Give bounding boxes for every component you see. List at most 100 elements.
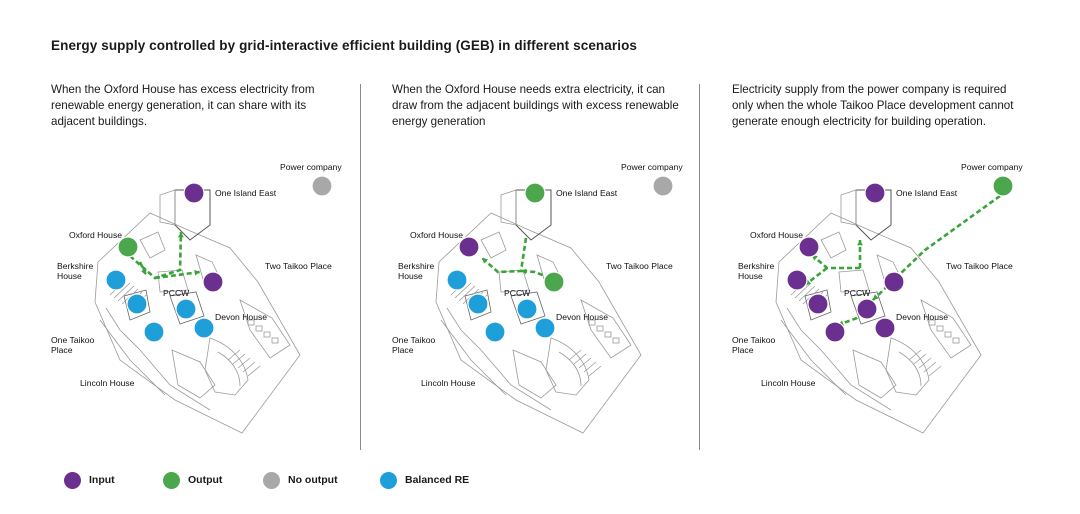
oxford-house-label: Oxford House <box>750 230 803 240</box>
one-taikoo-place-label: Place <box>51 345 73 355</box>
pccw-node <box>807 293 829 315</box>
flow-arrow <box>481 237 528 274</box>
pccw-node <box>467 293 489 315</box>
island-node <box>524 182 546 204</box>
description-line: Electricity supply from the power compan… <box>732 83 1007 96</box>
scenario-description: When the Oxford House has excess electri… <box>51 82 351 130</box>
island-node <box>864 182 886 204</box>
taikoo-node <box>143 321 165 343</box>
description-line: draw from the adjacent buildings with ex… <box>392 99 679 112</box>
pccw-label: PCCW <box>844 288 871 298</box>
one-taikoo-place-label: One Taikoo <box>392 335 436 345</box>
pccw-node <box>126 293 148 315</box>
devon-house-label: Devon House <box>556 312 608 322</box>
scenario-panel-2: When the Oxford House needs extra electr… <box>392 0 722 514</box>
no-output-swatch <box>263 471 280 489</box>
legend-label: Output <box>188 474 223 486</box>
description-line: adjacent buildings. <box>51 115 148 128</box>
description-line: only when the whole Taikoo Place develop… <box>732 99 1014 112</box>
oxford-node <box>458 236 480 258</box>
flow-arrow <box>138 261 148 276</box>
description-line: generate enough electricity for building… <box>732 115 986 128</box>
output-swatch <box>163 471 180 489</box>
legend-label: Balanced RE <box>405 474 470 486</box>
devon-node <box>874 317 896 339</box>
one-taikoo-place-label: One Taikoo <box>51 335 95 345</box>
power-node <box>311 175 333 197</box>
one-taikoo-place-label: Place <box>732 345 754 355</box>
berkshire-house-label: Berkshire <box>398 261 435 271</box>
two_taikoo-node <box>543 271 565 293</box>
flow-arrow <box>857 240 863 268</box>
one-island-east-label: One Island East <box>215 188 277 198</box>
taikoo-node <box>824 321 846 343</box>
devon-house-label: Devon House <box>896 312 948 322</box>
devon-node <box>193 317 215 339</box>
lincoln-house-label: Lincoln House <box>421 378 476 388</box>
site-plan-outline <box>94 189 301 434</box>
berkshire-node <box>786 269 808 291</box>
devon-node <box>534 317 556 339</box>
oxford-house-label: Oxford House <box>410 230 463 240</box>
berkshire-house-label: House <box>57 271 82 281</box>
legend-item-input: Input <box>64 470 115 490</box>
two_taikoo-node <box>202 271 224 293</box>
site-plan-outline <box>775 189 982 434</box>
two-taikoo-place-label: Two Taikoo Place <box>606 261 673 271</box>
flow-arrow <box>804 266 828 287</box>
legend-item-balanced-re: Balanced RE <box>380 470 469 490</box>
power-company-label: Power company <box>280 162 342 172</box>
legend-item-no-output: No output <box>263 470 338 490</box>
oxford-house-label: Oxford House <box>69 230 122 240</box>
pccw-label: PCCW <box>163 288 190 298</box>
oxford-node <box>117 236 139 258</box>
berkshire-node <box>446 269 468 291</box>
power-company-label: Power company <box>621 162 683 172</box>
legend-label: Input <box>89 474 115 486</box>
legend-label: No output <box>288 474 338 486</box>
island-node <box>183 182 205 204</box>
description-line: When the Oxford House needs extra electr… <box>392 83 666 96</box>
pccw2-node <box>175 298 197 320</box>
two_taikoo-node <box>883 271 905 293</box>
berkshire-house-label: Berkshire <box>738 261 775 271</box>
one-taikoo-place-label: One Taikoo <box>732 335 776 345</box>
taikoo-node <box>484 321 506 343</box>
lincoln-house-label: Lincoln House <box>761 378 816 388</box>
scenario-panel-3: Electricity supply from the power compan… <box>732 0 1062 514</box>
description-line: energy generation <box>392 115 486 128</box>
pccw2-node <box>856 298 878 320</box>
pccw-label: PCCW <box>504 288 531 298</box>
scenario-panel-1: When the Oxford House has excess electri… <box>51 0 381 514</box>
berkshire-node <box>105 269 127 291</box>
figure-title: Energy supply controlled by grid-interac… <box>51 38 638 53</box>
flow-arrow <box>520 268 551 280</box>
power-company-label: Power company <box>961 162 1023 172</box>
scenario-description: When the Oxford House needs extra electr… <box>392 82 692 130</box>
oxford-node <box>798 236 820 258</box>
berkshire-house-label: Berkshire <box>57 261 94 271</box>
devon-house-label: Devon House <box>215 312 267 322</box>
berkshire-house-label: House <box>738 271 763 281</box>
legend-item-output: Output <box>163 470 222 490</box>
pccw2-node <box>516 298 538 320</box>
balanced-re-swatch <box>380 471 397 489</box>
power-node <box>992 175 1014 197</box>
description-line: renewable energy generation, it can shar… <box>51 99 307 112</box>
lincoln-house-label: Lincoln House <box>80 378 135 388</box>
one-island-east-label: One Island East <box>896 188 958 198</box>
description-line: When the Oxford House has excess electri… <box>51 83 315 96</box>
panel-divider <box>699 84 700 450</box>
panel-divider <box>360 84 361 450</box>
flow-arrow <box>811 254 860 270</box>
berkshire-house-label: House <box>398 271 423 281</box>
site-plan-outline <box>435 189 642 434</box>
two-taikoo-place-label: Two Taikoo Place <box>265 261 332 271</box>
one-taikoo-place-label: Place <box>392 345 414 355</box>
input-swatch <box>64 471 81 489</box>
power-node <box>652 175 674 197</box>
flow-arrow <box>154 269 201 280</box>
